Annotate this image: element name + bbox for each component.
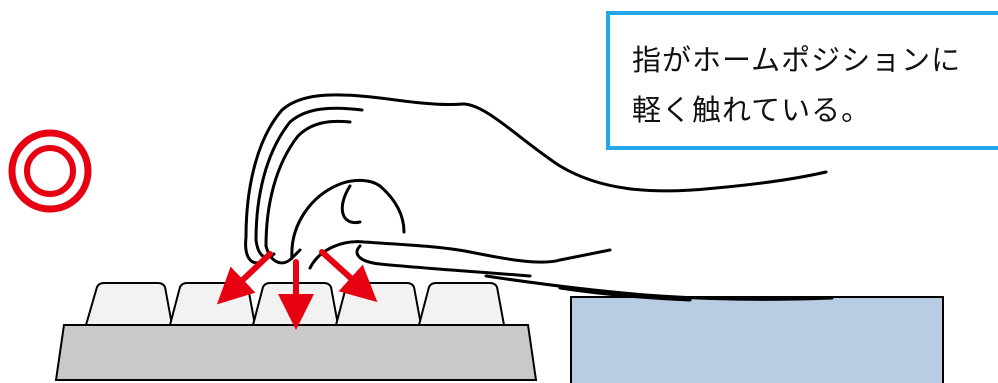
double-circle-mark	[8, 129, 92, 213]
keycap	[334, 282, 423, 326]
keyboard-base	[54, 324, 538, 381]
keycap	[168, 282, 257, 326]
callout-box: 指がホームポジションに 軽く触れている。	[606, 11, 998, 150]
arrow-right	[319, 249, 378, 303]
callout-line-2: 軽く触れている。	[632, 93, 872, 127]
hand-outline	[244, 93, 834, 302]
callout-line-1: 指がホームポジションに	[632, 43, 962, 77]
arrow-left	[216, 251, 273, 305]
keycap	[84, 282, 174, 326]
wrist-rest	[570, 296, 944, 383]
arrows	[216, 249, 378, 330]
keycap	[417, 282, 506, 326]
